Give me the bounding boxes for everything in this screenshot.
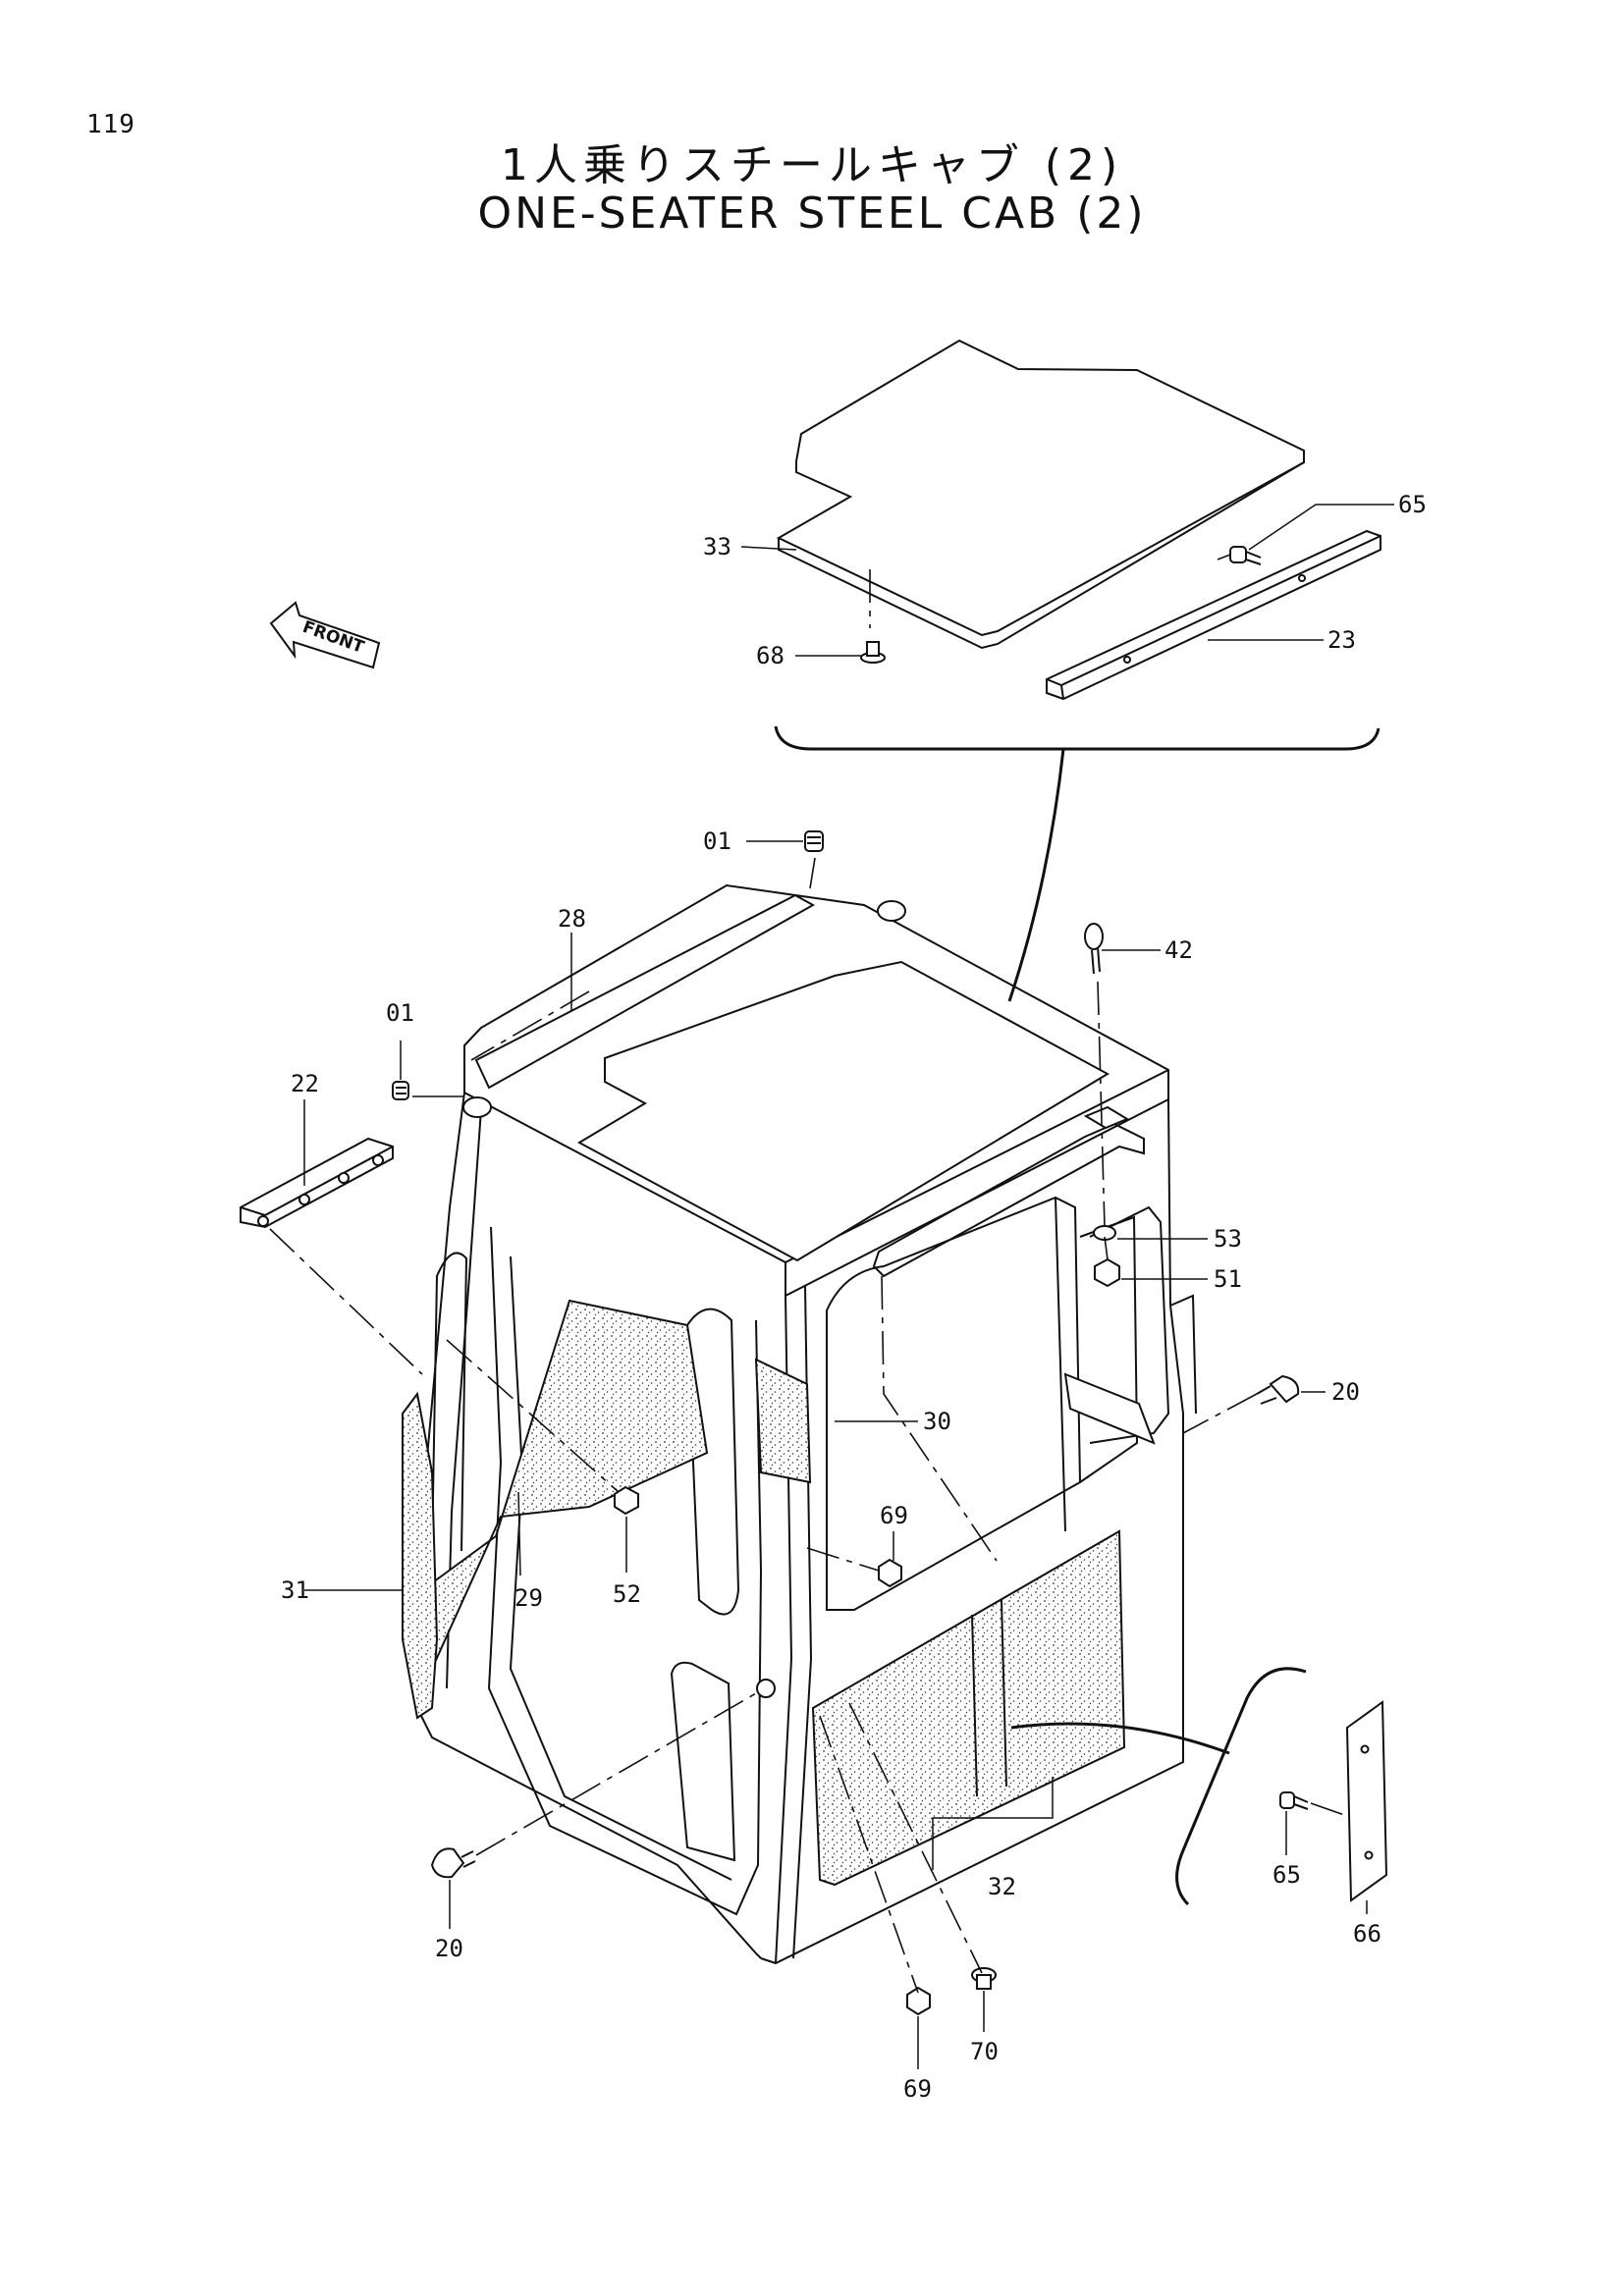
callout-20-right: 20 [1331,1378,1360,1406]
callout-69-mid: 69 [880,1502,908,1529]
callout-33: 33 [703,533,731,561]
callout-23: 23 [1327,626,1356,654]
detail-pointer [1010,1722,1230,1755]
detail-bracket [1175,1667,1307,1906]
roof-mat-33 [776,339,1305,650]
callout-01-left: 01 [386,999,414,1027]
bolt-20-left [430,1847,476,1879]
nut-69-mid [878,1558,902,1588]
nut-51 [1094,1257,1120,1288]
fastener-68 [860,641,886,664]
title-english: ONE-SEATER STEEL CAB (2) [477,188,1147,239]
callout-42: 42 [1164,936,1193,964]
callout-52: 52 [613,1580,641,1608]
page-number: 119 [86,110,135,139]
group-bracket [774,725,1380,751]
callout-69-bottom: 69 [903,2075,932,2103]
bolt-20-right [1256,1374,1300,1405]
nut-52 [614,1485,639,1516]
group-pointer [1007,748,1065,1002]
title-japanese: 1人乗りスチールキャブ (2) [500,140,1124,190]
front-label: FRONT [299,617,366,658]
callout-30: 30 [923,1408,951,1435]
panel-31 [402,1391,439,1720]
strip-23 [1046,529,1381,701]
bracket-22 [240,1137,394,1229]
front-arrow-icon: FRONT [269,601,381,669]
nut-69-bottom [906,1986,931,2016]
cap-nut-01-top [804,830,824,852]
callout-70: 70 [970,2038,999,2065]
callout-22: 22 [291,1070,319,1097]
cap-nut-01-left [392,1081,409,1100]
callout-68: 68 [756,642,785,669]
cab-frame [415,883,1197,1965]
callout-32: 32 [988,1873,1016,1900]
callout-66: 66 [1353,1920,1381,1948]
bolt-65-right [1279,1791,1309,1810]
trim-29 [420,1299,709,1673]
panel-32 [811,1529,1126,1887]
callout-65-top: 65 [1398,491,1427,518]
trim-30 [754,1358,812,1484]
door-latch-icon [756,1679,776,1698]
callout-31: 31 [281,1576,309,1604]
callout-29: 29 [514,1584,543,1612]
callout-20-left: 20 [435,1935,463,1962]
callout-65-right: 65 [1272,1861,1301,1889]
eyebolt-42 [1084,923,1104,975]
callout-01-top: 01 [703,828,731,855]
callout-51: 51 [1214,1265,1242,1293]
bolt-65-top [1229,546,1262,565]
bolt-70 [971,1967,997,1990]
plate-66 [1345,1700,1388,1902]
callout-53: 53 [1214,1225,1242,1253]
callout-28: 28 [558,905,586,933]
